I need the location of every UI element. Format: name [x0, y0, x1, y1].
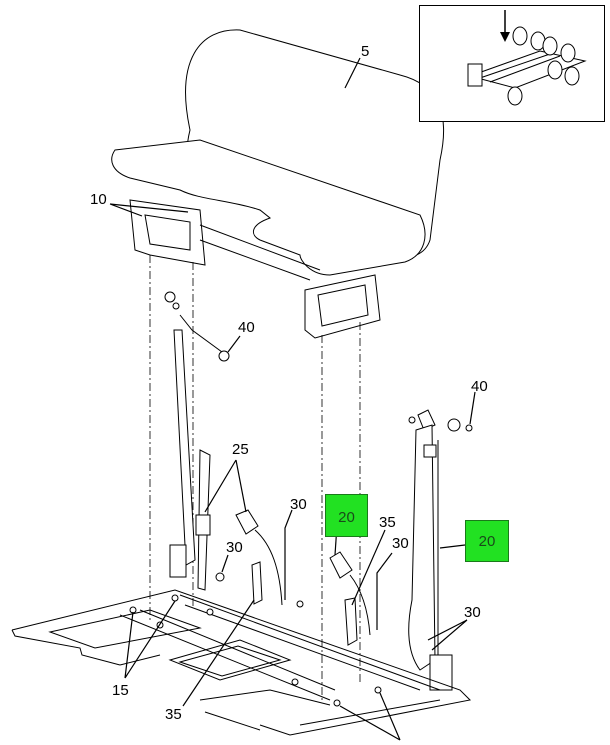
callout-nut-b: 30 [226, 539, 243, 556]
callout-nut-d: 30 [464, 604, 481, 621]
callout-seat: 5 [361, 43, 370, 60]
buckle-right [329, 551, 353, 579]
callout-bolt-right: 40 [471, 378, 488, 395]
callout-belt-buckle: 25 [232, 441, 249, 458]
chassis-locator-icon [467, 10, 587, 106]
seat-cushion [111, 139, 426, 276]
left-shoulder-belt [173, 329, 196, 566]
vehicle-locator-inset [419, 5, 605, 122]
right-seat-bracket [304, 274, 381, 339]
floor-cover-plate [168, 639, 292, 681]
callout-fasteners: 15 [112, 682, 129, 699]
hotspot-part-20-left[interactable]: 20 [325, 494, 368, 537]
bolt-left [218, 350, 230, 362]
callout-brackets: 10 [90, 191, 107, 208]
callout-nut-a: 30 [290, 496, 307, 513]
buckle-left [235, 509, 259, 535]
left-seat-bracket [129, 199, 206, 266]
callout-cover-left: 35 [165, 706, 182, 723]
callout-nut-c: 30 [392, 535, 409, 552]
hotspot-part-20-right[interactable]: 20 [465, 520, 509, 562]
callout-bolt-left: 40 [238, 319, 255, 336]
right-shoulder-belt [408, 424, 436, 671]
floor-pan [11, 589, 472, 736]
bolt-right-washer [447, 418, 461, 432]
callout-cover-right: 35 [379, 514, 396, 531]
